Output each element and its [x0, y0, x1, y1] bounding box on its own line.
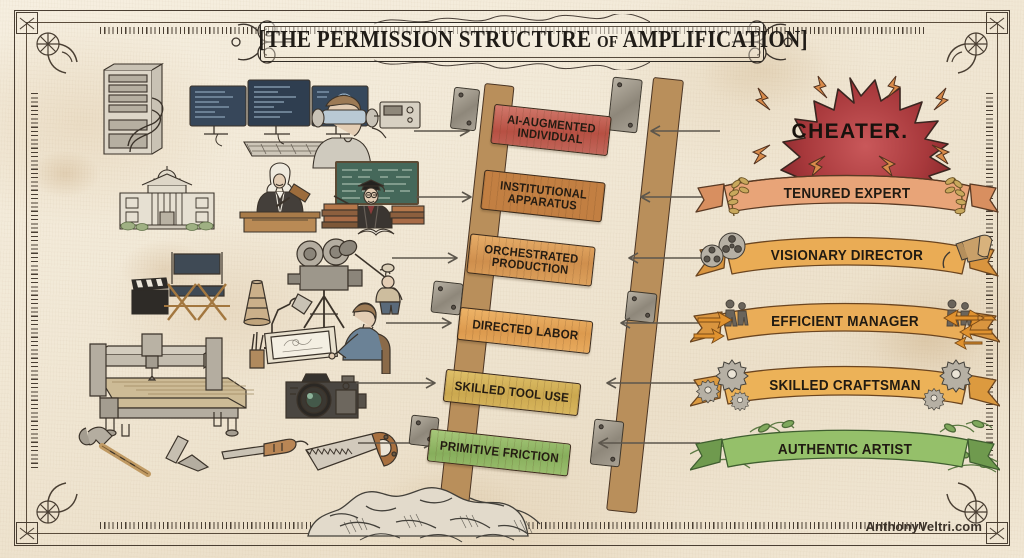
ladder-bracket-low-right — [589, 418, 625, 468]
corner-x-box-bottom-right — [986, 522, 1008, 544]
label-text-authentic-artist: AUTHENTIC ARTIST — [777, 442, 913, 458]
ribbon-shape — [690, 302, 1000, 343]
label-tenured-expert-ribbon[interactable]: TENURED EXPERT — [694, 172, 1000, 224]
label-efficient-manager-ribbon[interactable]: EFFICIENT MANAGER — [690, 296, 1000, 350]
chisel-illustration — [165, 435, 210, 472]
compass-wheel-flourish-bottom-left — [36, 482, 78, 524]
label-text-cheater: CHEATER. — [791, 120, 909, 143]
paper-stain — [870, 300, 980, 380]
megaphone-illustration — [243, 279, 271, 326]
lightning-bolts-ornament — [751, 75, 951, 178]
server-rack-and-monitors-illustration — [103, 63, 369, 158]
ladder-bracket-top-right — [607, 76, 643, 134]
rung-label: SKILLED TOOL USE — [454, 378, 570, 406]
capitol-building-illustration — [119, 166, 215, 231]
ladder-rung-ai-augmented-individual[interactable]: AI-AUGMENTED INDIVIDUAL — [490, 103, 612, 157]
director-chair-illustration — [164, 252, 230, 321]
compass-wheel-flourish-top-left — [36, 32, 78, 74]
label-skilled-craftsman-ribbon[interactable]: SKILLED CRAFTSMAN — [690, 358, 1000, 414]
rung-label: DIRECTED LABOR — [471, 317, 579, 343]
corner-x-box-bottom-left — [16, 522, 38, 544]
ladder-bracket-mid-left — [430, 280, 464, 316]
title-end-text: AMPLIFICATION] — [622, 27, 808, 53]
paper-stain — [120, 240, 210, 298]
ladder-bracket-top-left — [449, 86, 481, 132]
cnc-router-illustration — [89, 333, 254, 437]
drafting-desk-illustration — [249, 293, 391, 374]
ribbon-shape — [695, 174, 999, 213]
ribbon-shape — [690, 365, 1000, 407]
border-tick-band-left — [31, 90, 38, 468]
team-arrows-ornament — [693, 299, 998, 350]
rung-label: ORCHESTRATED PRODUCTION — [479, 242, 583, 277]
compass-wheel-flourish-top-right — [946, 32, 988, 74]
ladder-bracket-mid-right — [624, 290, 658, 324]
rung-label: AI-AUGMENTED INDIVIDUAL — [502, 112, 601, 148]
rung-label: INSTITUTIONAL APPARATUS — [495, 178, 592, 214]
label-cheater-starburst[interactable]: CHEATER. — [700, 72, 1000, 192]
film-reel-megaphone-ornament — [700, 232, 993, 269]
label-text-visionary-director: VISIONARY DIRECTOR — [770, 248, 924, 264]
dslr-camera-illustration — [285, 373, 367, 419]
paper-stain — [30, 150, 100, 198]
starburst-shape — [780, 77, 951, 192]
vines-leaves-ornament — [690, 420, 999, 473]
label-visionary-director-ribbon[interactable]: VISIONARY DIRECTOR — [694, 232, 1000, 286]
corner-x-box-top-right — [986, 12, 1008, 34]
label-text-efficient-manager: EFFICIENT MANAGER — [771, 314, 919, 330]
chisel-wood-handle-illustration — [221, 438, 309, 460]
hammer-illustration — [78, 426, 151, 477]
rung-label: PRIMITIVE FRICTION — [438, 438, 560, 466]
label-text-skilled-craftsman: SKILLED CRAFTSMAN — [769, 378, 921, 394]
corner-x-box-top-left — [16, 12, 38, 34]
label-text-tenured-expert: TENURED EXPERT — [783, 186, 911, 202]
ribbon-shape — [695, 236, 999, 277]
film-camera-tripod-illustration — [287, 238, 363, 329]
laurel-wreath-ornament — [727, 177, 967, 217]
border-tick-band-right — [986, 90, 993, 468]
vr-headset-user-illustration — [311, 94, 387, 169]
ribbon-shape — [690, 429, 1000, 471]
title-main-text: [THE PERMISSION STRUCTURE — [258, 27, 592, 53]
gears-ornament — [695, 359, 973, 412]
credit-attribution[interactable]: AnthonyVeltri.com — [865, 519, 982, 534]
handsaw-illustration — [305, 431, 398, 471]
permission-ladder: AI-AUGMENTED INDIVIDUAL INSTITUTIONAL AP… — [400, 60, 690, 530]
label-authentic-artist-ribbon[interactable]: AUTHENTIC ARTIST — [690, 420, 1000, 476]
judge-with-gavel-illustration — [239, 162, 321, 233]
clapperboard-illustration — [131, 277, 169, 315]
title-of-text: OF — [596, 32, 619, 51]
title-text: [THE PERMISSION STRUCTURE OF AMPLIFICATI… — [258, 27, 808, 54]
title-plate — [260, 22, 764, 62]
